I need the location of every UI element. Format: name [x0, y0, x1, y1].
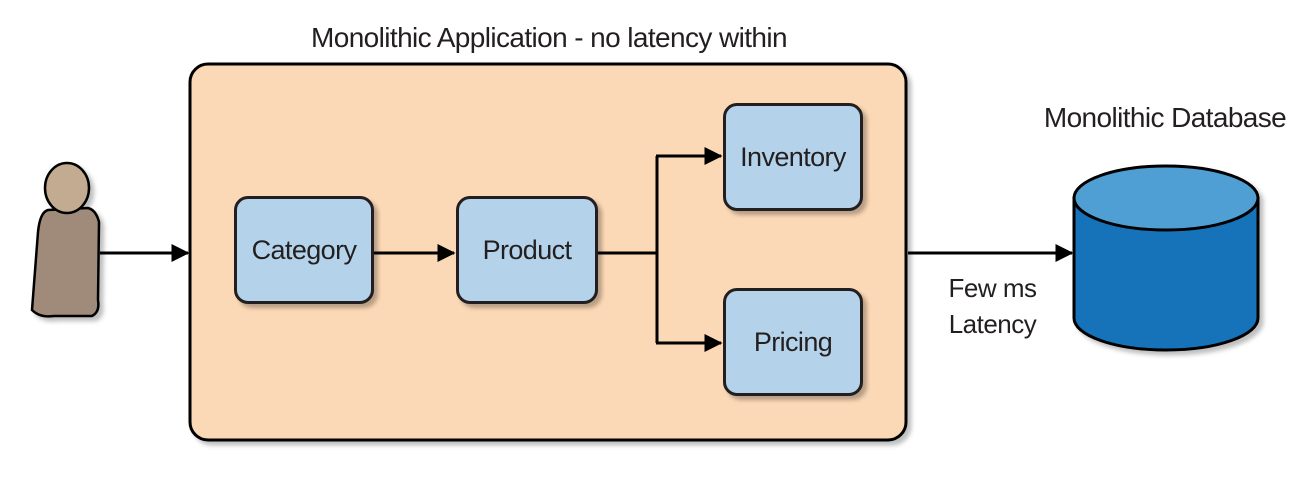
latency-label: Few ms Latency: [935, 270, 1050, 342]
database-title: Monolithic Database: [1043, 102, 1287, 133]
pricing-service: Pricing: [723, 288, 863, 396]
database-icon: [1072, 164, 1260, 352]
latency-line-2: Latency: [948, 309, 1037, 339]
application-title: Monolithic Application - no latency with…: [311, 22, 788, 53]
inventory-service: Inventory: [723, 103, 863, 211]
user-icon: [30, 161, 101, 318]
product-service: Product: [456, 196, 598, 304]
latency-line-1: Few ms: [948, 273, 1038, 303]
category-service: Category: [234, 196, 374, 304]
